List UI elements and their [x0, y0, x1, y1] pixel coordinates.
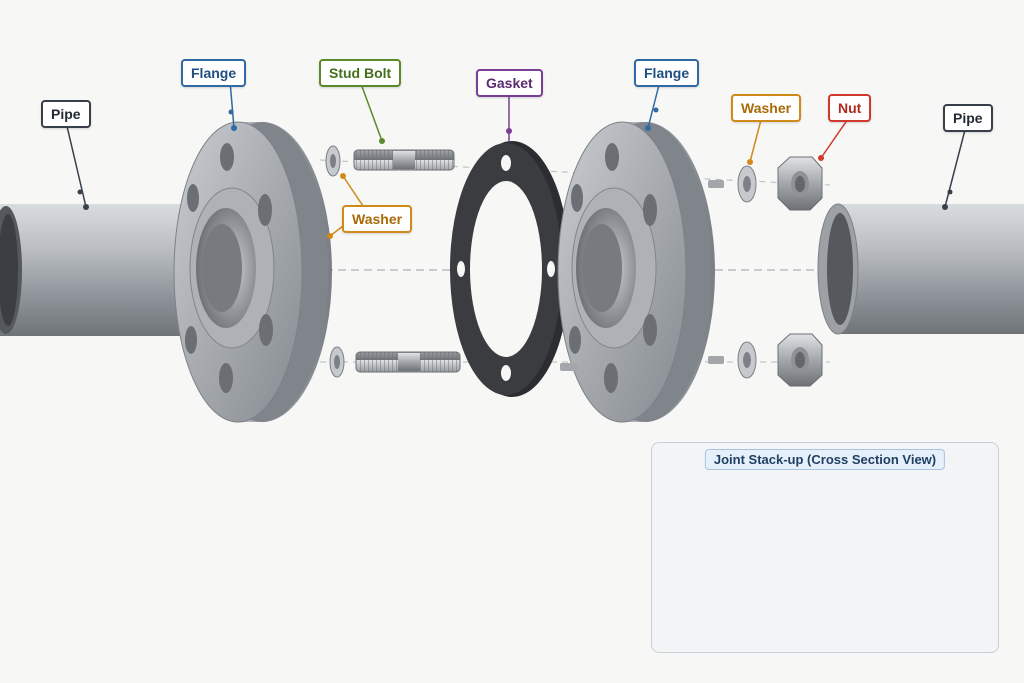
leader-gasket — [506, 92, 512, 142]
label-washer-right: Washer — [731, 94, 802, 122]
leader-pipe-right — [942, 125, 967, 210]
label-pipe-right: Pipe — [943, 104, 993, 132]
label-flange-left: Flange — [181, 59, 247, 87]
inset-panel: Joint Stack-up (Cross Section View) — [651, 442, 999, 653]
inset-title: Joint Stack-up (Cross Section View) — [704, 449, 946, 470]
leader-washer-right — [747, 115, 763, 165]
leader-flange-left — [228, 80, 237, 131]
flange-left — [173, 121, 332, 423]
washer-right-bottom — [737, 341, 757, 379]
pipe-right — [817, 203, 1024, 335]
stud-bolt-bottom — [355, 351, 461, 373]
gasket — [450, 141, 570, 397]
leader-pipe-left — [65, 121, 89, 210]
pipe-left — [0, 204, 205, 336]
washer-right-top — [737, 165, 757, 203]
label-washer-left: Washer — [342, 205, 413, 233]
label-nut: Nut — [828, 94, 872, 122]
washer-left-bottom — [329, 346, 345, 378]
nut-bottom — [777, 333, 823, 387]
leader-stud-bolt — [359, 80, 385, 144]
stud-bolt-top — [353, 149, 455, 171]
label-gasket: Gasket — [476, 69, 543, 97]
leader-washer-left — [327, 173, 366, 239]
label-flange-right: Flange — [634, 59, 700, 87]
label-pipe-left: Pipe — [41, 100, 91, 128]
leader-flange-right — [645, 80, 661, 131]
label-stud-bolt: Stud Bolt — [319, 59, 402, 87]
washer-left-top — [325, 145, 341, 177]
flange-right — [557, 121, 724, 423]
nut-top — [777, 156, 823, 211]
leader-nut — [818, 115, 851, 161]
